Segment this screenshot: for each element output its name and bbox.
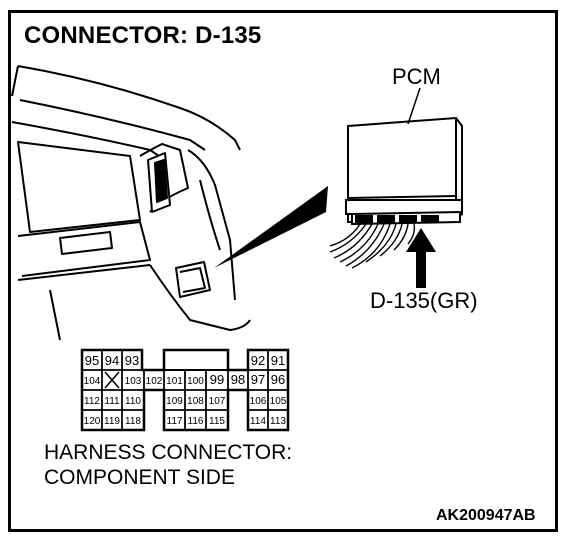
dashboard-illustration xyxy=(11,65,251,341)
page-title: CONNECTOR: D-135 xyxy=(24,22,262,49)
pin-number: 92 xyxy=(251,353,265,368)
pin-number: 98 xyxy=(231,372,245,387)
pin-cell xyxy=(163,349,229,371)
pin-number: 120 xyxy=(84,416,101,427)
figure-code: AK200947AB xyxy=(436,507,536,524)
pin-number: 104 xyxy=(84,376,101,387)
pin-number: 96 xyxy=(271,372,285,387)
pin-number: 99 xyxy=(210,372,224,387)
pin-number: 101 xyxy=(166,376,183,387)
pin-number: 95 xyxy=(85,353,99,368)
pin-number: 111 xyxy=(104,396,120,407)
pin-number: 115 xyxy=(209,416,225,427)
pin-number: 112 xyxy=(84,396,100,407)
connector-arrow xyxy=(406,228,436,288)
pcm-label: PCM xyxy=(392,64,441,89)
pin-number: 116 xyxy=(188,416,204,427)
connector-label: D-135(GR) xyxy=(370,288,478,313)
pin-number: 105 xyxy=(270,396,287,407)
pin-number: 117 xyxy=(167,416,183,427)
pcm-leader-line xyxy=(407,87,421,125)
pin-number: 119 xyxy=(104,416,120,427)
pin-number: 118 xyxy=(125,416,141,427)
pin-number: 100 xyxy=(187,376,204,387)
pin-number: 107 xyxy=(209,396,226,407)
pin-number: 110 xyxy=(125,396,141,407)
pin-number: 113 xyxy=(270,416,286,427)
pin-number: 114 xyxy=(250,416,266,427)
connector-outline xyxy=(80,348,290,432)
pin-number: 103 xyxy=(125,376,142,387)
blank-pin-mark xyxy=(104,371,120,389)
pin-number: 106 xyxy=(250,396,267,407)
pin-number: 94 xyxy=(105,353,119,368)
harness-caption-line2: COMPONENT SIDE xyxy=(44,466,235,489)
diagram-frame xyxy=(8,10,558,532)
pcm-module-drawing xyxy=(345,116,463,226)
pin-number: 93 xyxy=(125,353,139,368)
wire-harness xyxy=(329,223,416,269)
pin-number: 102 xyxy=(146,376,163,387)
pointer-wedge xyxy=(214,186,328,268)
harness-caption-line1: HARNESS CONNECTOR: xyxy=(44,441,293,464)
pin-number: 108 xyxy=(187,396,204,407)
pin-number: 109 xyxy=(166,396,183,407)
pin-number: 97 xyxy=(251,372,265,387)
pin-number: 91 xyxy=(271,353,285,368)
